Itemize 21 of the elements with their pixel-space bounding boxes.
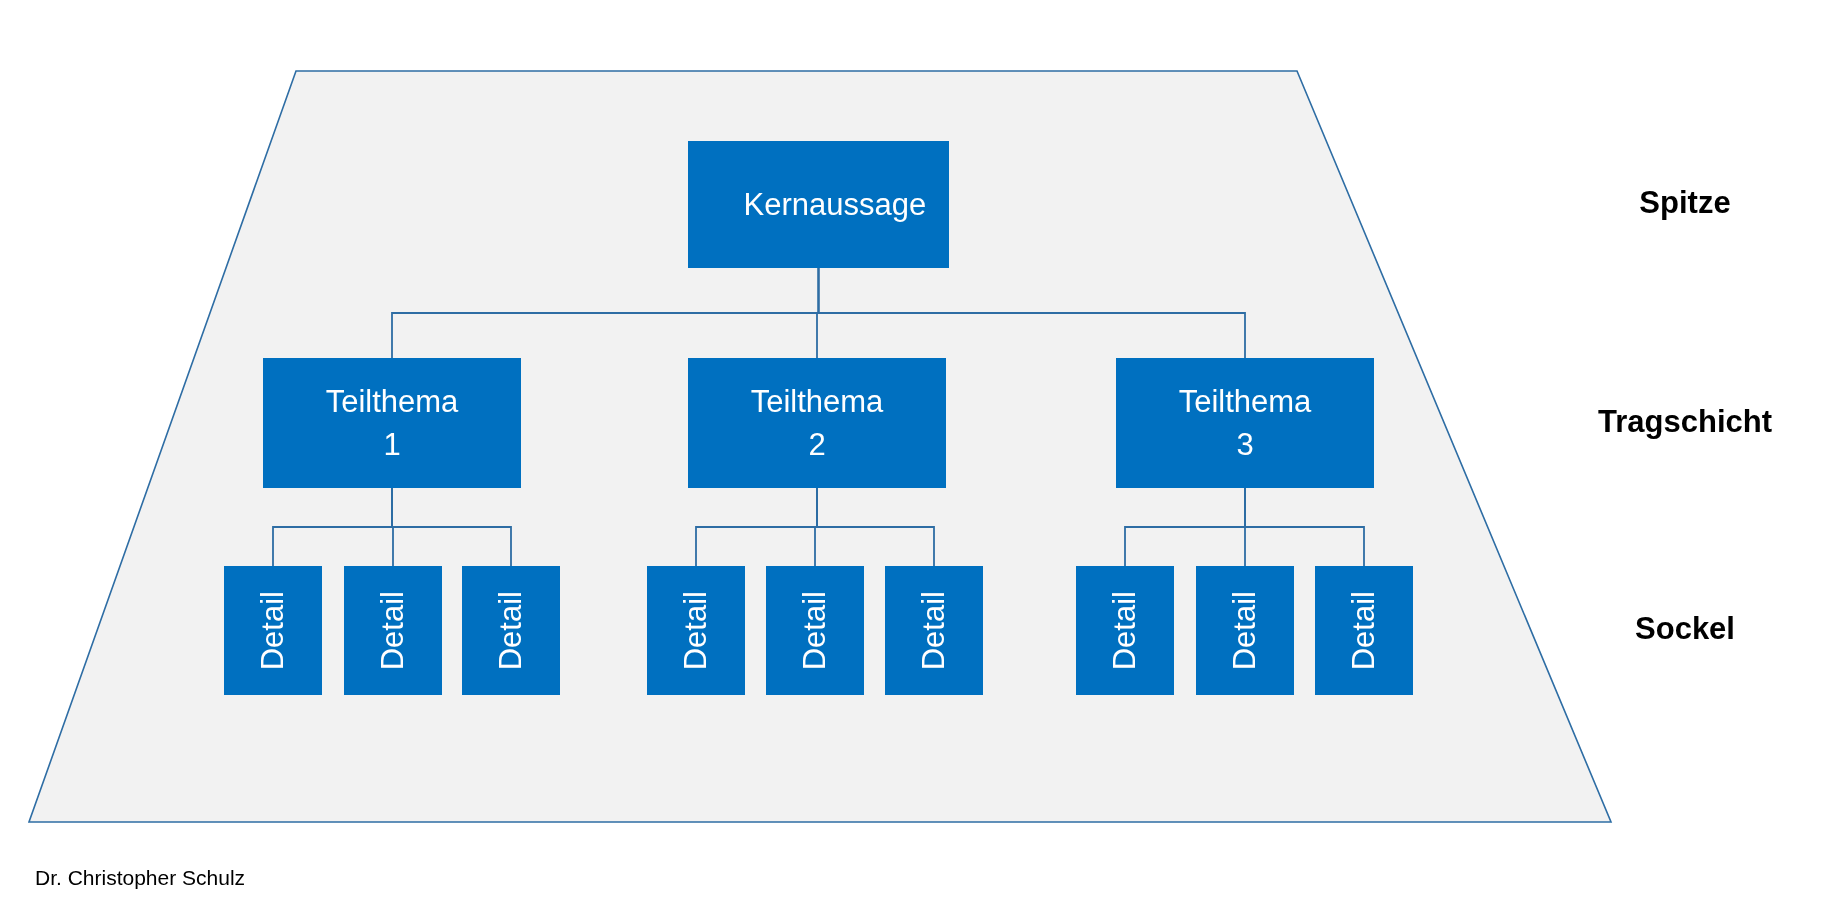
topic-box: Detail (1076, 566, 1174, 695)
layer-label: Spitze (1639, 185, 1731, 221)
layer-label: Sockel (1635, 611, 1735, 647)
topic-box: Kernaussage (688, 141, 949, 268)
topic-box: Teilthema 3 (1116, 358, 1374, 488)
author-name: Dr. Christopher Schulz (35, 866, 246, 890)
connector-line (816, 487, 935, 567)
topic-box: Detail (224, 566, 322, 695)
topic-box: Detail (1196, 566, 1294, 695)
connector-line (391, 487, 512, 567)
topic-box: Detail (647, 566, 745, 695)
topic-box: Detail (766, 566, 864, 695)
topic-box: Detail (885, 566, 983, 695)
layer-label: Tragschicht (1598, 404, 1772, 440)
topic-box: Teilthema 2 (688, 358, 946, 488)
topic-box: Detail (344, 566, 442, 695)
topic-box: Detail (1315, 566, 1413, 695)
topic-box: Detail (462, 566, 560, 695)
connector-line (1244, 487, 1365, 567)
topic-box: Teilthema 1 (263, 358, 521, 488)
connector-line (817, 267, 1246, 359)
